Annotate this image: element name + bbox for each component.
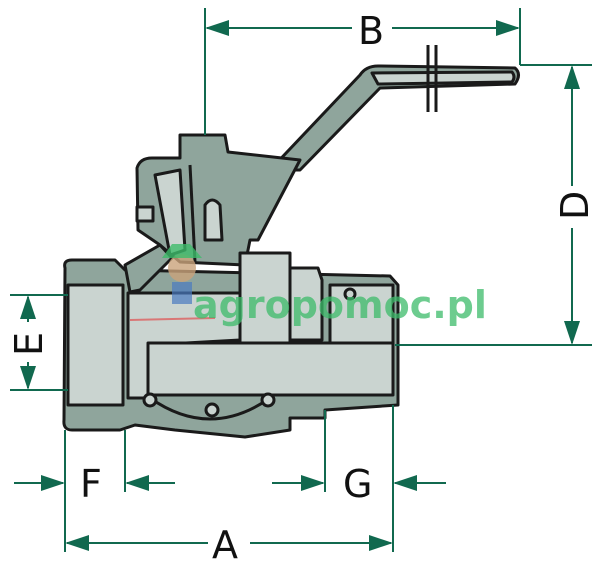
watermark-logo: agropomoc.pl (129, 244, 487, 327)
dimension-F: F (14, 430, 175, 552)
label-A: A (212, 523, 238, 567)
label-D: D (553, 191, 597, 220)
valve-stem-housing (135, 133, 302, 267)
valve-body (62, 243, 400, 439)
lever-handle (268, 45, 520, 172)
dimension-D: D (395, 64, 597, 346)
label-F: F (80, 462, 102, 506)
label-B: B (358, 9, 384, 53)
dimension-A: A (65, 522, 393, 567)
label-E: E (7, 332, 51, 356)
dimension-E: E (7, 294, 68, 391)
dimension-G: G (272, 405, 446, 552)
watermark-text: agropomoc.pl (193, 283, 487, 327)
label-G: G (343, 462, 372, 506)
dimension-B: B (204, 8, 521, 135)
